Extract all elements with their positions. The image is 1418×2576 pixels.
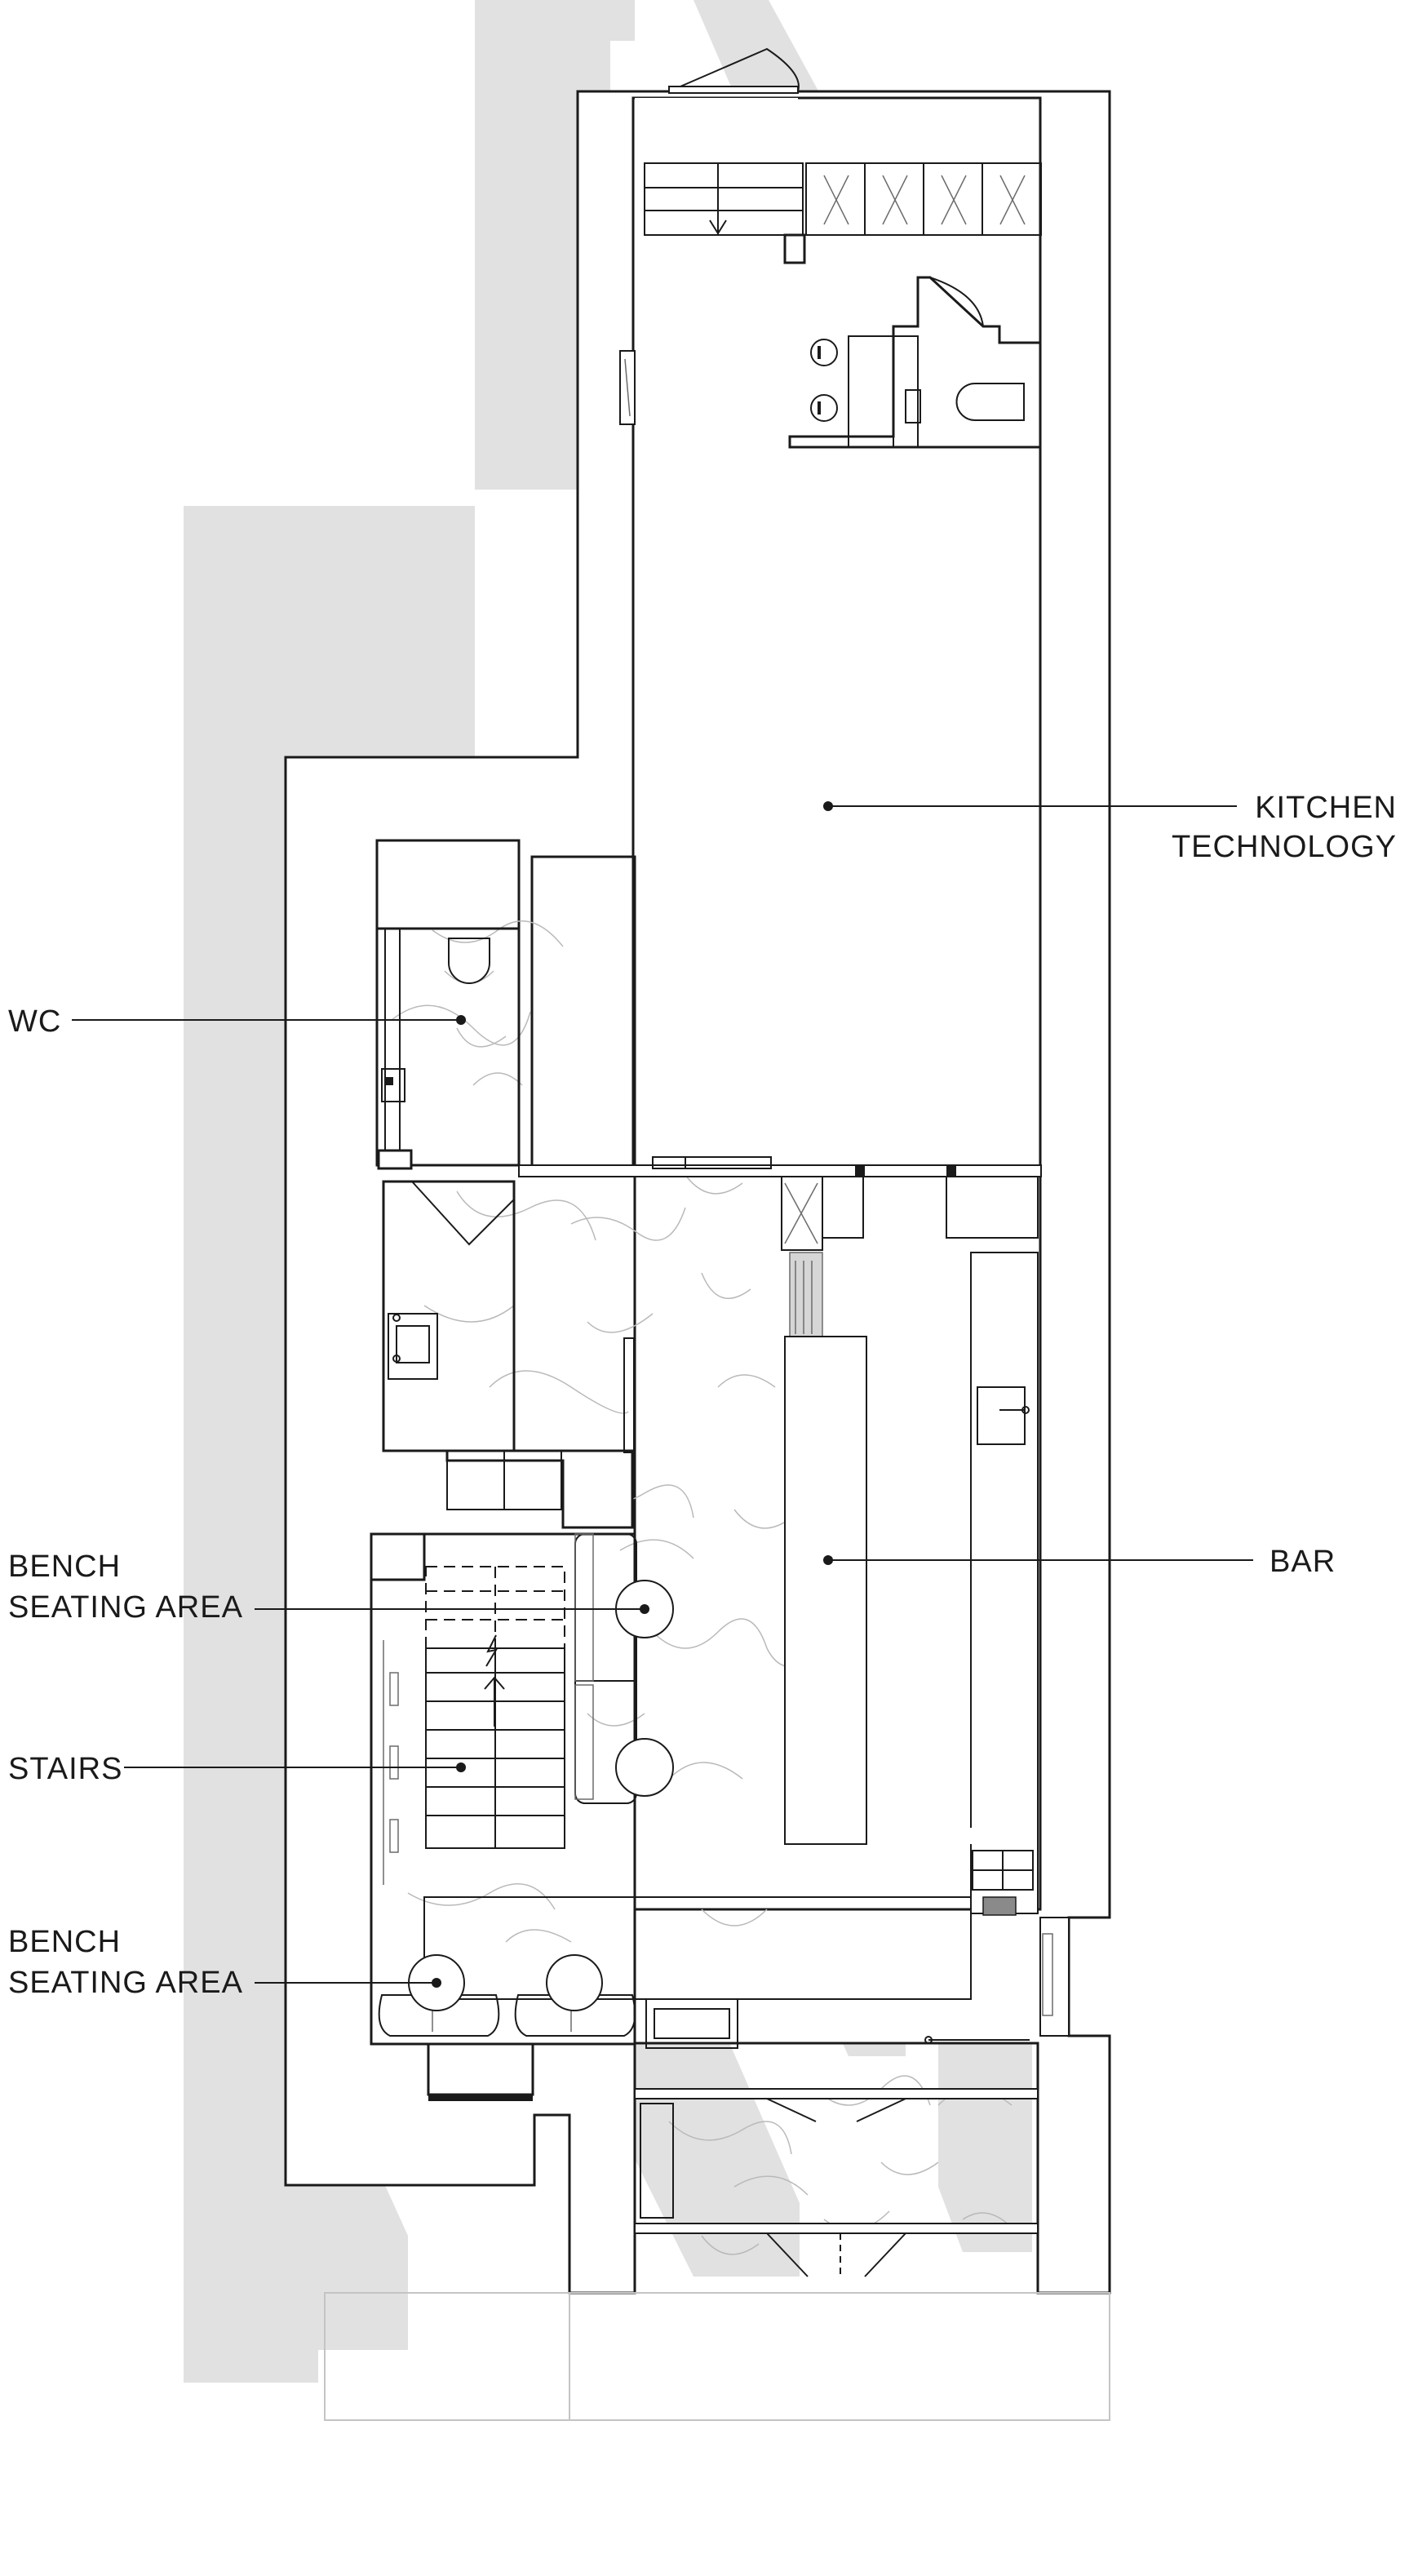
building-walls (284, 90, 1111, 2294)
label-stairs: STAIRS (8, 1752, 122, 1786)
leader-lines (72, 805, 1253, 1984)
mid-corridor (382, 1156, 1042, 1529)
label-kitchen-line1: KITCHEN (1255, 791, 1397, 825)
label-kitchen-line2: TECHNOLOGY (1172, 830, 1397, 864)
label-wc: WC (8, 1004, 61, 1039)
bar-area (784, 1252, 1039, 2044)
label-bench-bottom-line1: BENCH (8, 1925, 121, 1959)
label-bar: BAR (1270, 1545, 1336, 1579)
entrance (427, 1917, 1070, 2277)
label-bench-bottom-line2: SEATING AREA (8, 1966, 243, 2000)
kitchen-area (619, 47, 1042, 449)
sidewalk (324, 2292, 1110, 2421)
label-bench-top-line2: SEATING AREA (8, 1590, 243, 1625)
label-bench-top-line1: BENCH (8, 1550, 121, 1584)
wc-area (375, 927, 521, 1170)
bench-seating-bottom (378, 1896, 972, 2049)
labels: KITCHEN TECHNOLOGY WC BAR BENCH SEATING … (8, 791, 1397, 2000)
